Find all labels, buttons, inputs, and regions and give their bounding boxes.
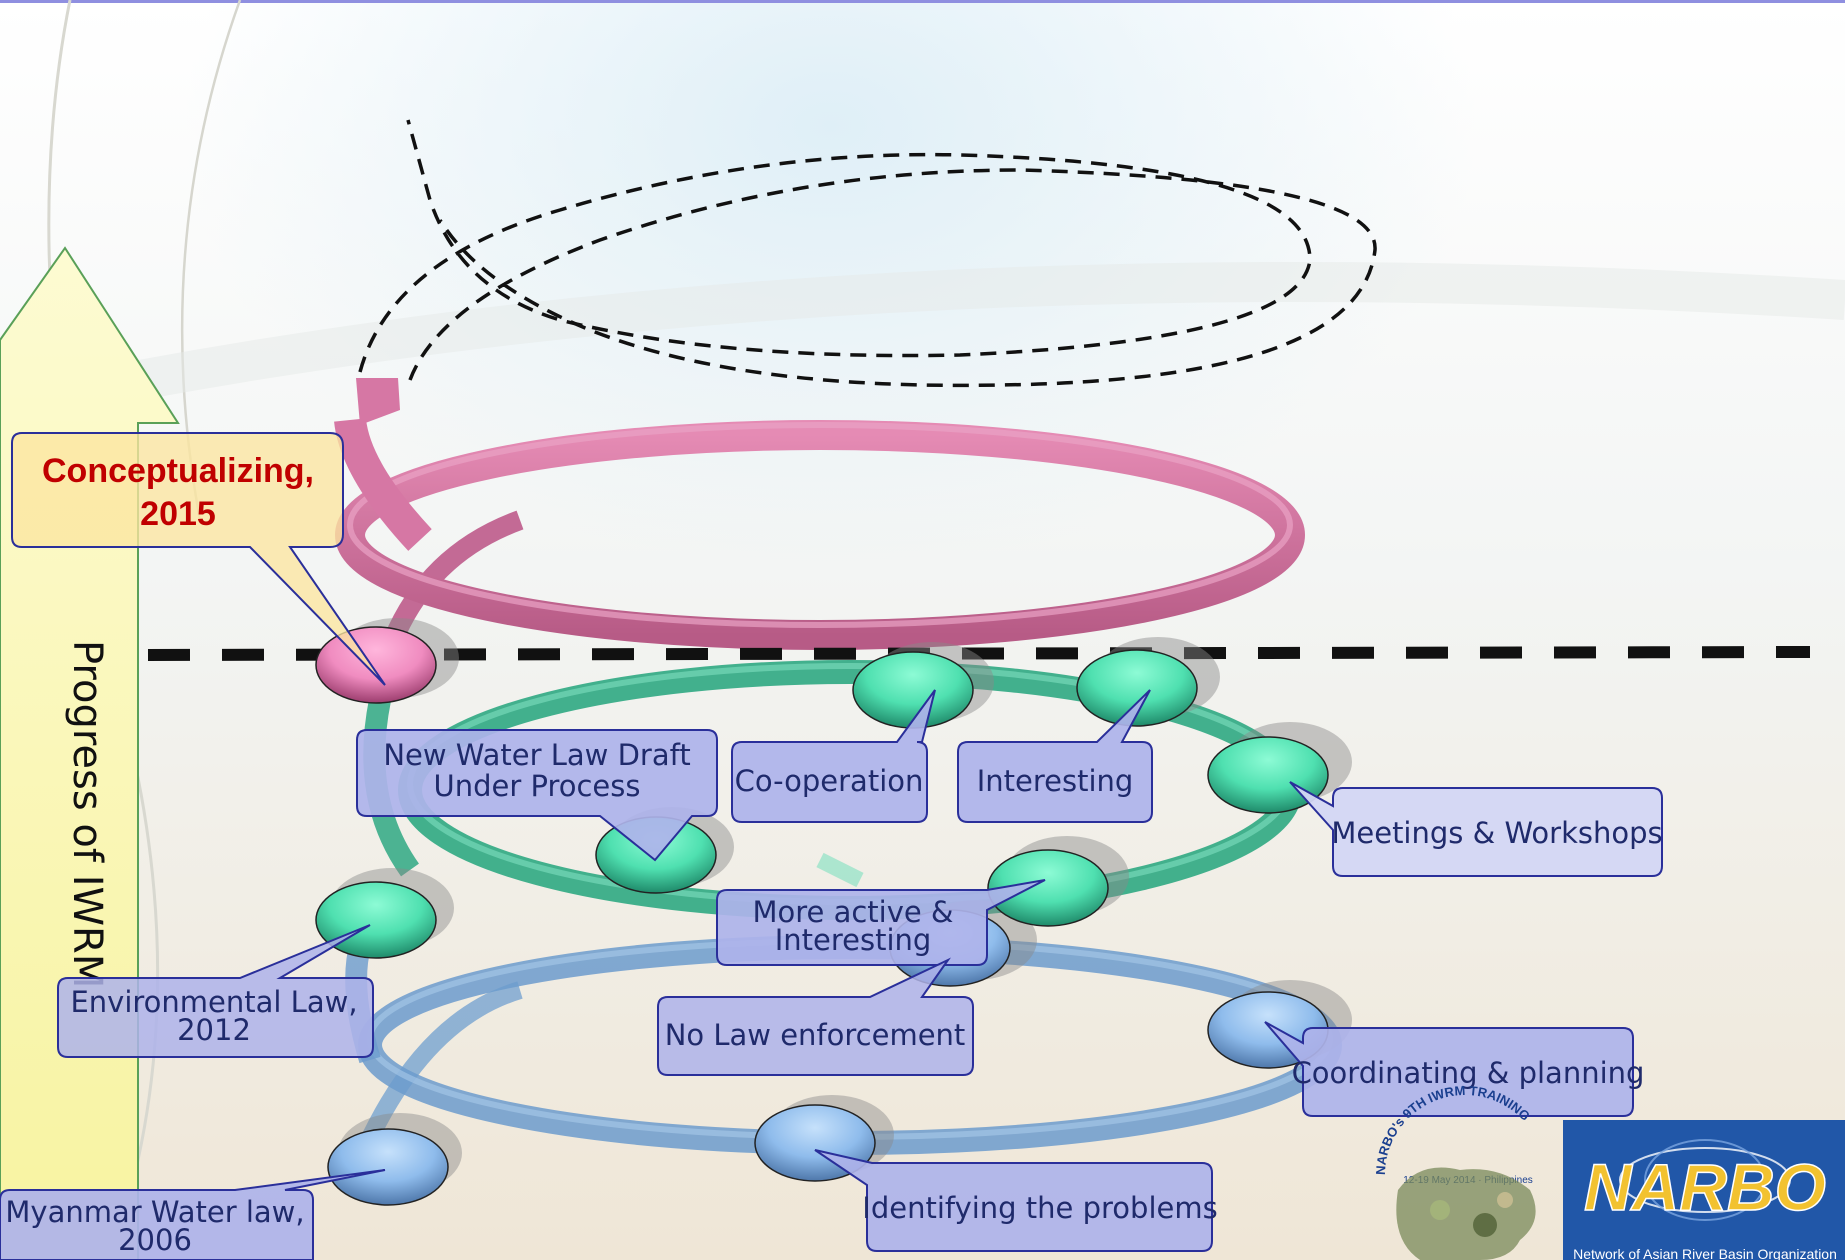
callout-more-active-line2: Interesting [775, 923, 932, 957]
callout-environmental-law-line2: 2012 [177, 1013, 251, 1047]
spiral-pink [334, 378, 1305, 683]
callout-cooperation-text: Co-operation [735, 764, 924, 798]
callout-conceptualizing-line2: 2015 [140, 495, 216, 533]
callout-myanmar-water-law-line1: Myanmar Water law, [5, 1195, 304, 1229]
node-myanmar-water-law [327, 1128, 449, 1206]
narbo-logo-name: NARBO [1584, 1150, 1826, 1224]
callout-identifying-text: Identifying the problems [862, 1191, 1217, 1225]
axis-label: Progress of IWRM [64, 640, 110, 988]
narbo-logo-subtitle: Network of Asian River Basin Organizatio… [1573, 1246, 1837, 1260]
callout-meetings-text: Meetings & Workshops [1331, 816, 1662, 850]
callout-coordinating: Coordinating & planning [1264, 1021, 1645, 1117]
callout-myanmar-water-law-line2: 2006 [118, 1223, 192, 1257]
callout-more-active-line1: More active & [752, 895, 953, 929]
node-meetings [1207, 736, 1329, 814]
node-more-active [987, 849, 1109, 927]
callout-new-water-law-line2: Under Process [433, 769, 640, 803]
callout-meetings: Meetings & Workshops [1289, 781, 1663, 877]
node-conceptualizing [315, 626, 437, 704]
node-cooperation [852, 651, 974, 729]
callout-coordinating-text: Coordinating & planning [1292, 1056, 1645, 1090]
callout-cooperation: Co-operation [731, 689, 936, 823]
callout-environmental-law-line1: Environmental Law, [70, 985, 357, 1019]
callout-identifying: Identifying the problems [814, 1149, 1218, 1252]
callout-interesting: Interesting [957, 689, 1153, 823]
narbo-logo: NARBO Network of Asian River Basin Organ… [1563, 1120, 1845, 1260]
callout-interesting-text: Interesting [977, 764, 1134, 798]
threshold-line [147, 646, 1811, 661]
callout-new-water-law: New Water Law Draft Under Process [356, 729, 718, 862]
node-interesting [1076, 649, 1198, 727]
callout-more-active: More active & Interesting [716, 879, 1046, 966]
spiral-nodes [315, 626, 1329, 1206]
callout-no-law-enforcement: No Law enforcement [657, 957, 974, 1076]
callout-environmental-law: Environmental Law, 2012 [57, 924, 374, 1058]
callout-new-water-law-line1: New Water Law Draft [383, 738, 690, 772]
callout-myanmar-water-law: Myanmar Water law, 2006 [0, 1169, 386, 1260]
callout-conceptualizing-line1: Conceptualizing, [42, 452, 314, 490]
callout-no-law-enforcement-text: No Law enforcement [665, 1018, 966, 1052]
callout-conceptualizing: Conceptualizing, 2015 [11, 432, 386, 686]
future-spiral-dashed [358, 119, 1377, 388]
